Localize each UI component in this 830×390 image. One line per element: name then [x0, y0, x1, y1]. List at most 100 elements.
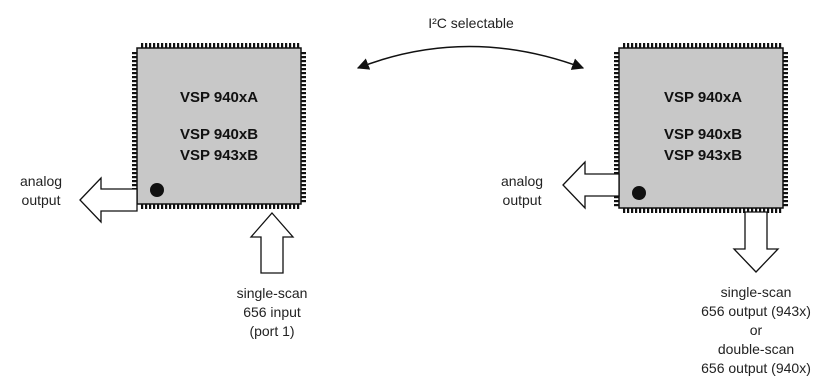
left-pin1-dot	[150, 183, 164, 197]
left-chip-pin	[141, 204, 144, 209]
right-chip-pin	[783, 156, 788, 159]
right-chip-pin	[783, 148, 788, 151]
left-chip-pin	[197, 204, 200, 209]
right-chip-pin	[639, 208, 642, 213]
left-chip-pin	[289, 43, 292, 48]
right-chip-pin	[647, 43, 650, 48]
right-chip-body	[618, 47, 784, 209]
left-chip-pin	[197, 43, 200, 48]
right-chip-pin	[771, 43, 774, 48]
right-output-label-2: 656 output (943x)	[701, 303, 811, 319]
left-chip-pin	[301, 192, 306, 195]
left-chip-pin	[132, 68, 137, 71]
left-chip-pin	[132, 72, 137, 75]
left-chip-pin	[132, 164, 137, 167]
right-chip-pin	[783, 92, 788, 95]
right-analog-output-arrow	[562, 160, 620, 210]
right-chip-pin	[743, 208, 746, 213]
left-chip-pin	[157, 204, 160, 209]
left-chip-pin	[285, 43, 288, 48]
left-chip-pin	[132, 76, 137, 79]
left-chip-pin	[165, 204, 168, 209]
right-chip-pin	[727, 208, 730, 213]
right-chip-pin	[715, 43, 718, 48]
right-chip-pin	[727, 43, 730, 48]
left-chip-pin	[132, 96, 137, 99]
left-chip-pin	[237, 43, 240, 48]
left-chip-pin	[132, 124, 137, 127]
right-chip-pin	[614, 128, 619, 131]
left-chip-pin	[132, 176, 137, 179]
left-chip-pin	[205, 43, 208, 48]
left-chip-pin	[141, 43, 144, 48]
right-chip-pin	[614, 148, 619, 151]
left-chip-pin	[257, 43, 260, 48]
right-chip-pin	[614, 84, 619, 87]
right-chip-pin	[614, 204, 619, 207]
left-chip-pin	[132, 120, 137, 123]
left-chip-pin	[177, 43, 180, 48]
right-chip-pin	[731, 43, 734, 48]
right-chip-pin	[614, 196, 619, 199]
right-chip-pin	[775, 43, 778, 48]
right-chip-pin	[614, 108, 619, 111]
left-chip-pin	[273, 204, 276, 209]
left-chip-pin	[132, 60, 137, 63]
right-chip-pin	[651, 43, 654, 48]
right-chip-pin	[783, 116, 788, 119]
left-chip-pin	[217, 204, 220, 209]
right-chip-pin	[667, 43, 670, 48]
left-chip-pin	[221, 43, 224, 48]
left-chip-pin	[209, 204, 212, 209]
left-chip-pin	[169, 43, 172, 48]
left-chip-pin	[225, 204, 228, 209]
right-chip-pin	[651, 208, 654, 213]
right-chip-pin	[751, 43, 754, 48]
left-chip-pin	[132, 64, 137, 67]
right-chip-pin	[667, 208, 670, 213]
right-chip-pin	[711, 208, 714, 213]
left-chip-pin	[301, 96, 306, 99]
left-chip-pin	[225, 43, 228, 48]
right-chip-pin	[763, 208, 766, 213]
right-chip-pin	[659, 208, 662, 213]
right-chip-pin	[679, 208, 682, 213]
left-chip-pin	[149, 204, 152, 209]
right-analog-label-2: output	[503, 192, 542, 208]
right-chip-pin	[751, 208, 754, 213]
right-chip-pin	[783, 108, 788, 111]
right-chip-pin	[783, 112, 788, 115]
right-chip-pin	[699, 208, 702, 213]
left-chip-pin	[181, 43, 184, 48]
left-chip-pin	[301, 136, 306, 139]
left-chip-pin	[301, 104, 306, 107]
right-chip-pin	[783, 200, 788, 203]
left-chip-pin	[185, 204, 188, 209]
right-output-label-5: 656 output (940x)	[701, 360, 811, 376]
left-chip-pin	[265, 204, 268, 209]
left-chip-pins	[132, 43, 306, 209]
left-chip-pin	[221, 204, 224, 209]
right-chip-pin	[783, 180, 788, 183]
left-chip-pin	[145, 43, 148, 48]
right-chip-pin	[683, 43, 686, 48]
right-chip-pin	[614, 140, 619, 143]
right-chip-pin	[614, 112, 619, 115]
left-input-label-1: single-scan	[237, 285, 308, 301]
right-chip-pin	[755, 43, 758, 48]
right-chip-pin	[614, 68, 619, 71]
left-chip-pin	[193, 204, 196, 209]
left-chip-pin	[289, 204, 292, 209]
right-chip-pin	[783, 128, 788, 131]
right-pin1-dot	[632, 186, 646, 200]
right-chip-pin	[783, 140, 788, 143]
right-chip-pin	[783, 168, 788, 171]
right-chip-pin	[623, 208, 626, 213]
left-chip-pin	[132, 132, 137, 135]
right-chip-pin	[783, 192, 788, 195]
left-chip-pin	[277, 43, 280, 48]
left-chip-pin	[213, 43, 216, 48]
left-chip-pin	[132, 168, 137, 171]
left-chip-pin	[265, 43, 268, 48]
right-chip-pin	[614, 104, 619, 107]
